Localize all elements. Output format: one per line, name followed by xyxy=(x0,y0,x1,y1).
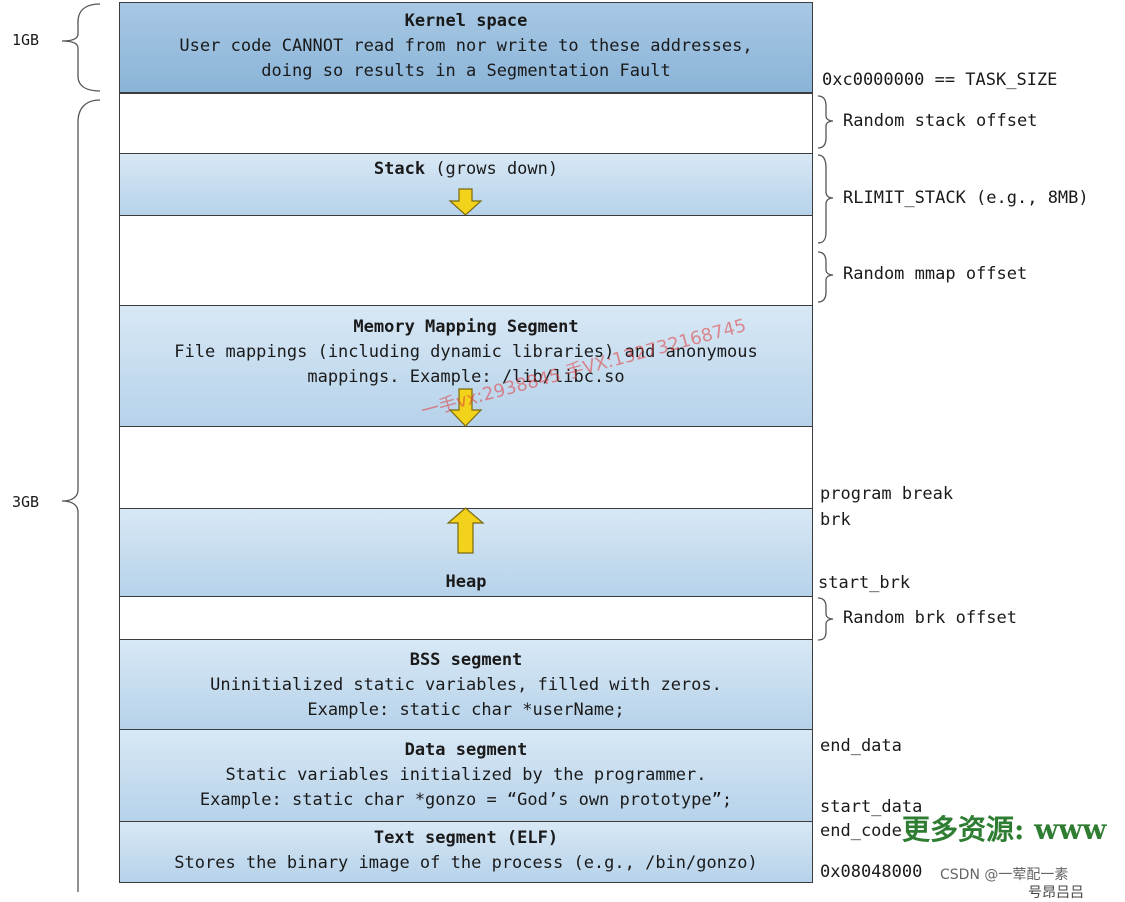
data-line2: Example: static char *gonzo = “God’s own… xyxy=(199,790,733,810)
random-mmap-offset-label: Random mmap offset xyxy=(843,264,1028,284)
mmap-down-arrow xyxy=(448,388,483,427)
stack-limit-gap xyxy=(119,215,813,306)
stack-down-arrow xyxy=(448,188,483,216)
mmap-line2: mappings. Example: /lib/libc.so xyxy=(307,367,625,387)
start-data-label: start_data xyxy=(820,797,923,817)
end-data-label: end_data xyxy=(820,736,902,756)
random-brk-brace xyxy=(817,597,834,641)
stack-title: Stack xyxy=(373,159,426,179)
bss-line2: Example: static char *userName; xyxy=(307,700,625,720)
random-brk-offset-label: Random brk offset xyxy=(843,608,1017,628)
random-stack-brace xyxy=(817,95,834,149)
free-space-gap xyxy=(119,426,813,509)
data-segment: Data segment Static variables initialize… xyxy=(119,729,813,822)
csdn-watermark: CSDN @一荤配一素 xyxy=(940,867,1069,883)
random-mmap-brace xyxy=(817,251,834,303)
bottom-watermark: 号昂吕吕 xyxy=(1028,885,1084,901)
mmap-line1: File mappings (including dynamic librari… xyxy=(174,342,758,362)
mmap-title: Memory Mapping Segment xyxy=(353,317,579,337)
rlimit-stack-label: RLIMIT_STACK (e.g., 8MB) xyxy=(843,188,1089,208)
kernel-space-segment: Kernel space User code CANNOT read from … xyxy=(119,2,813,93)
text-line1: Stores the binary image of the process (… xyxy=(174,853,758,873)
user-brace xyxy=(61,99,101,892)
end-code-label: end_code xyxy=(820,821,902,841)
start-brk-label: start_brk xyxy=(818,573,911,593)
program-break-label: program break xyxy=(820,484,954,504)
kernel-brace xyxy=(61,3,101,92)
random-brk-gap xyxy=(119,596,813,640)
task-size-label: 0xc0000000 == TASK_SIZE xyxy=(822,70,1058,90)
stack-note: (grows down) xyxy=(425,159,559,179)
data-line1: Static variables initialized by the prog… xyxy=(225,765,707,785)
brk-label: brk xyxy=(820,510,851,530)
bss-title: BSS segment xyxy=(409,650,523,670)
heap-up-arrow xyxy=(446,507,485,554)
random-stack-offset-label: Random stack offset xyxy=(843,111,1038,131)
kernel-space-line2: doing so results in a Segmentation Fault xyxy=(261,61,671,81)
rlimit-brace xyxy=(817,154,834,244)
bss-segment: BSS segment Uninitialized static variabl… xyxy=(119,639,813,730)
kernel-size-label: 1GB xyxy=(12,31,40,49)
kernel-space-line1: User code CANNOT read from nor write to … xyxy=(179,36,753,56)
green-watermark: 更多资源: www xyxy=(902,813,1107,846)
kernel-space-title: Kernel space xyxy=(404,11,528,31)
bss-line1: Uninitialized static variables, filled w… xyxy=(210,675,722,695)
text-title: Text segment (ELF) xyxy=(373,828,559,848)
text-start-address-label: 0x08048000 xyxy=(820,862,923,882)
data-title: Data segment xyxy=(404,740,528,760)
text-segment: Text segment (ELF) Stores the binary ima… xyxy=(119,821,813,883)
user-size-label: 3GB xyxy=(12,493,40,511)
heap-title: Heap xyxy=(445,572,487,592)
